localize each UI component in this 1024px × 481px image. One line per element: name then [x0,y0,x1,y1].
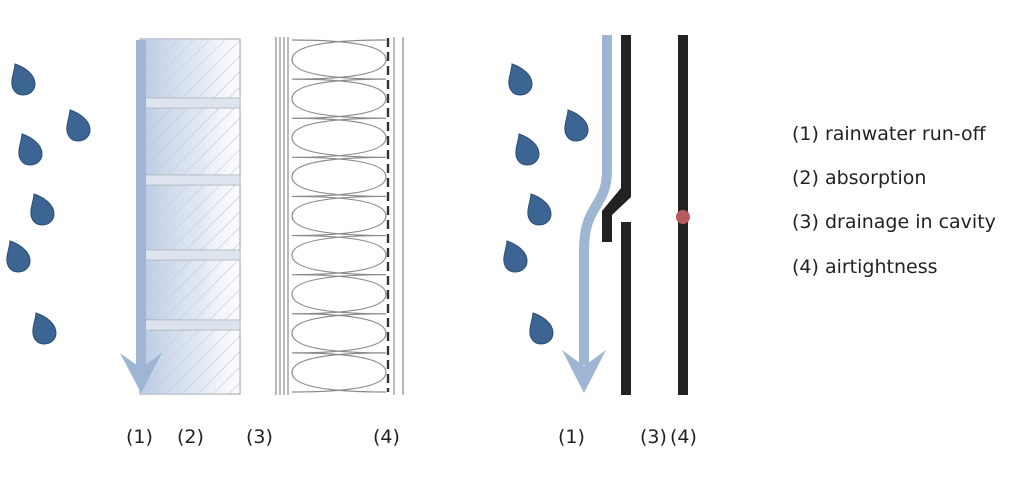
label-airtightness: (4) [373,426,400,448]
legend-item: (1) rainwater run-off [792,123,987,145]
legend-item: (3) drainage in cavity [792,211,996,233]
raindrop-icon [6,240,31,273]
runoff-arrow-right [562,35,612,393]
outer-membrane [602,35,631,395]
inner-leaf-lines [275,37,289,395]
label-rainwater-runoff: (1) [126,426,153,448]
label-drainage: (3) [246,426,273,448]
right-section-labels: (1) (3) (4) [558,426,697,448]
insulation-loops [291,39,387,393]
legend-item: (4) airtightness [792,256,938,278]
raindrop-icon [11,63,36,96]
brick-leaf [139,38,241,395]
raindrop-icon [515,133,540,166]
label-drainage: (3) [640,426,667,448]
left-raindrops [6,63,91,345]
legend-item: (2) absorption [792,167,926,189]
left-section-labels: (1) (2) (3) (4) [126,426,400,448]
raindrop-icon [32,312,57,345]
raindrop-icon [527,193,552,226]
runoff-arrow-left [120,40,162,393]
inner-membrane [676,35,690,395]
label-airtightness: (4) [670,426,697,448]
insulation-layer [291,39,387,393]
raindrop-icon [66,109,91,142]
raindrop-icon [529,312,554,345]
raindrop-icon [508,63,533,96]
right-raindrops [503,63,589,345]
airtight-seal-icon [676,210,690,224]
raindrop-icon [503,240,528,273]
vapour-barrier [386,37,404,395]
raindrop-icon [18,133,43,166]
raindrop-icon [30,193,55,226]
legend: (1) rainwater run-off (2) absorption (3)… [792,123,996,278]
label-absorption: (2) [177,426,204,448]
raindrop-icon [564,109,589,142]
label-rainwater-runoff: (1) [558,426,585,448]
